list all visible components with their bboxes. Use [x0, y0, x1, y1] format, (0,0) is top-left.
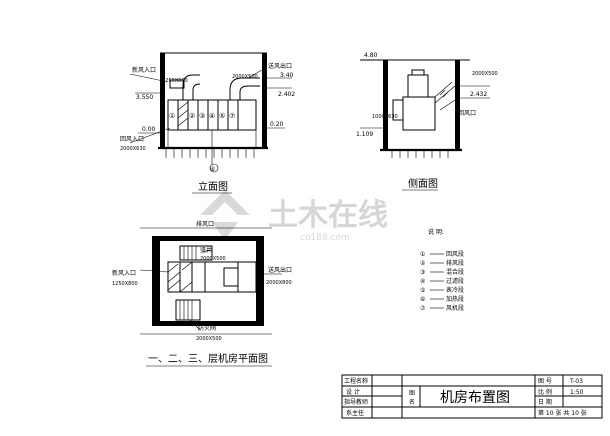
- zero-left: 0.00: [142, 126, 156, 133]
- section-no: ⑦: [229, 112, 235, 120]
- legend-item: ⑤ 表冷段: [420, 286, 464, 294]
- side-inlet-size: 1000X630: [372, 114, 398, 120]
- elevation-view: ① ② ③ ④ ⑤ ⑦: [120, 52, 295, 194]
- side-view: 4.80 2000X500 2.432 回风口 1000X630 1.109 侧…: [356, 52, 498, 191]
- plan-unit: [167, 245, 257, 321]
- elevation-left-wall: [160, 53, 165, 148]
- scale-label: 比 例: [538, 388, 552, 396]
- section-no: ②: [189, 112, 195, 120]
- elevation-title: 立面图: [198, 180, 228, 193]
- watermark-cn-text: 土木在线: [268, 198, 388, 233]
- dept-head-label: 系主任: [346, 409, 364, 417]
- legend-item: ② 排风段: [420, 259, 464, 267]
- watermark: 土木在线 co188.com: [200, 190, 388, 243]
- legend-title: 说 明:: [428, 228, 444, 236]
- drawing-no-label: 图 号: [538, 378, 552, 385]
- return-inlet-label: 回风入口: [120, 136, 144, 143]
- side-bottom-elevation: 1.109: [356, 131, 373, 138]
- air-handling-unit: [167, 99, 257, 131]
- exhaust-duct-size: 2000X500: [232, 74, 258, 80]
- drawing-no-value: T-03: [569, 378, 583, 385]
- legend-item: ⑦ 风机段: [420, 304, 464, 312]
- section-no: ⑤: [219, 112, 225, 120]
- fresh-air-inlet-label: 新风入口: [132, 66, 156, 74]
- plan-shaft-label: 竖井: [200, 246, 212, 254]
- date-label: 日 期: [538, 398, 552, 406]
- legend-item-number: ⑤: [420, 287, 425, 294]
- legend-item-number: ①: [420, 251, 425, 258]
- legend-item-number: ⑦: [420, 305, 426, 312]
- legend-item-number: ⑥: [420, 296, 425, 303]
- legend-item-text: 加热段: [446, 295, 464, 303]
- side-top-elevation: 4.80: [364, 52, 378, 59]
- legend-item: ④ 过滤段: [420, 277, 464, 285]
- side-duct-size: 2000X500: [472, 71, 498, 77]
- legend-item-number: ④: [420, 278, 425, 285]
- legend-item-text: 混合段: [446, 268, 464, 276]
- elevation-ducts: [169, 74, 260, 100]
- side-right-elevation: 2.432: [470, 91, 487, 98]
- plan-damper-size: 2000X500: [196, 336, 222, 342]
- side-view-title: 侧面图: [408, 177, 438, 190]
- design-label: 设 计: [346, 388, 360, 396]
- side-right-wall: [455, 60, 460, 150]
- legend-item-text: 风机段: [446, 304, 464, 312]
- drawing-title: 机房布置图: [440, 390, 510, 406]
- top-elevation: 3.40: [280, 72, 294, 79]
- scale-value: 1:50: [570, 389, 584, 396]
- legend-item-text: 表冷段: [446, 286, 464, 294]
- fan-number: ⑥: [210, 166, 215, 173]
- legend-item-text: 排风段: [446, 259, 464, 267]
- legend-item: ⑥ 加热段: [420, 295, 464, 303]
- title-block: 工程名称 设 计 指导教师 系主任 图 名 机房布置图 图 号 T-03 比 例…: [341, 374, 603, 419]
- drawing-name-label-1: 图: [409, 390, 415, 397]
- legend-item: ③ 混合段: [420, 268, 464, 276]
- exhaust-outlet-label: 送风出口: [268, 62, 292, 70]
- plan-view: 排风口 竖井 2000X500 新风入口 1250X800 送风出口 2000X…: [112, 220, 292, 367]
- project-name-label: 工程名称: [344, 377, 368, 385]
- legend-item-text: 回风段: [446, 250, 464, 258]
- plan-supply-size: 2000X800: [266, 280, 292, 286]
- elevation-section-numbers: ① ② ③ ④ ⑤ ⑦: [169, 112, 235, 120]
- legend-item: ① 回风段: [420, 250, 464, 258]
- legend-item-text: 过滤段: [446, 277, 464, 285]
- elevation-floor-hatch: [165, 148, 255, 158]
- plan-fire-damper-label: 防火阀: [198, 324, 216, 332]
- plan-view-title: 一、二、三、层机房平面图: [148, 352, 268, 365]
- zero-right: 0.20: [270, 121, 284, 128]
- plan-shaft-size: 2000X500: [200, 256, 226, 262]
- side-return-label: 回风口: [458, 110, 476, 117]
- advisor-label: 指导教师: [344, 398, 368, 406]
- side-unit: [392, 69, 456, 131]
- plan-fresh-inlet-label: 新风入口: [112, 269, 136, 277]
- sheet-info: 第 10 张 共 10 张: [538, 409, 587, 417]
- return-size: 2000X630: [120, 146, 146, 152]
- legend-item-number: ②: [420, 260, 426, 267]
- plan-fresh-size: 1250X800: [112, 281, 138, 287]
- watermark-en-text: co188.com: [300, 233, 350, 243]
- watermark-logo-icon: [200, 190, 250, 240]
- side-floor-hatch: [391, 150, 449, 158]
- elevation-right-wall: [262, 53, 267, 148]
- legend-item-number: ③: [420, 269, 425, 276]
- legend: 说 明: ① 回风段 ② 排风段 ③ 混合段 ④ 过滤段 ⑤ 表冷段 ⑥ 加热段 ⑦ 风机段: [420, 228, 464, 312]
- left-elevation: 3.550: [136, 94, 153, 101]
- section-no: ①: [169, 112, 175, 120]
- elevation-supports: [167, 130, 257, 165]
- side-left-wall: [383, 60, 388, 150]
- drawing-name-label-2: 名: [409, 398, 415, 406]
- plan-exhaust-label: 排风口: [196, 220, 214, 228]
- fresh-duct-size: 1250X800: [162, 78, 188, 84]
- section-no: ③: [199, 112, 205, 120]
- plan-supply-outlet-label: 送风出口: [268, 266, 292, 274]
- section-no: ④: [209, 112, 215, 120]
- mid-elevation: 2.402: [278, 91, 295, 98]
